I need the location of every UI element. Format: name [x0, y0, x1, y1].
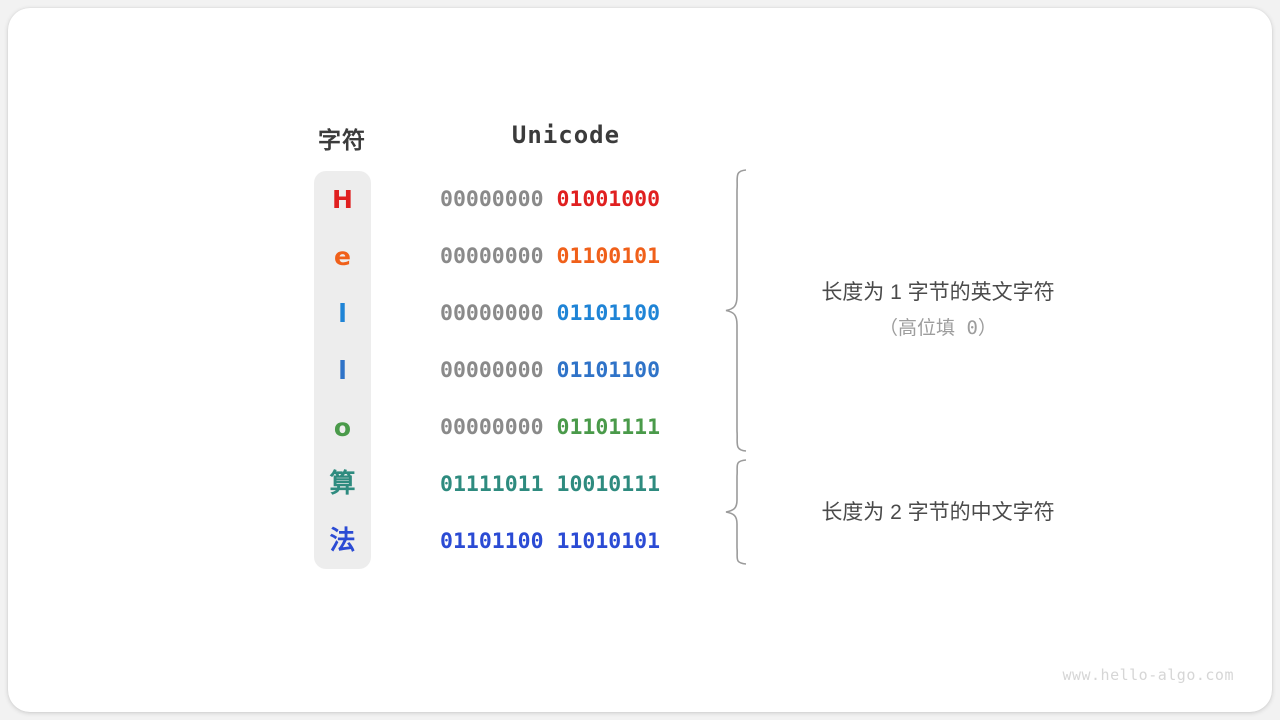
annotation-english-main: 长度为 1 字节的英文字符 — [821, 281, 1055, 304]
unicode-binary-row: 00000000 01100101 — [440, 228, 692, 285]
brace-english — [725, 169, 747, 452]
character-column — [314, 171, 371, 569]
unicode-low-byte: 01100101 — [556, 244, 661, 269]
character-cell: 法 — [329, 526, 356, 556]
unicode-low-byte: 11010101 — [556, 529, 661, 554]
unicode-high-byte: 00000000 — [440, 415, 544, 440]
character-cell: l — [338, 356, 347, 385]
unicode-high-byte: 01101100 — [440, 529, 544, 554]
unicode-binary-row: 00000000 01101111 — [440, 399, 692, 456]
unicode-high-byte: 00000000 — [440, 244, 544, 269]
annotation-chinese: 长度为 2 字节的中文字符 — [768, 496, 1108, 526]
unicode-low-byte: 01101111 — [556, 415, 661, 440]
unicode-high-byte: 00000000 — [440, 187, 544, 212]
column-header-unicode: Unicode — [511, 121, 621, 149]
unicode-binary-row: 00000000 01101100 — [440, 342, 692, 399]
brace-chinese — [725, 459, 747, 565]
unicode-low-byte: 01101100 — [556, 301, 661, 326]
unicode-high-byte: 01111011 — [440, 472, 544, 497]
column-header-character: 字符 — [318, 127, 366, 153]
unicode-low-byte: 10010111 — [556, 472, 661, 497]
character-cell: 算 — [329, 469, 356, 499]
annotation-chinese-main: 长度为 2 字节的中文字符 — [821, 501, 1055, 524]
unicode-binary-row: 01111011 10010111 — [440, 456, 692, 513]
unicode-binary-row: 01101100 11010101 — [440, 513, 692, 570]
watermark: www.hello-algo.com — [1062, 666, 1234, 684]
character-cell: H — [332, 185, 353, 214]
unicode-low-byte: 01001000 — [556, 187, 661, 212]
unicode-high-byte: 00000000 — [440, 301, 544, 326]
annotation-english: 长度为 1 字节的英文字符 （高位填 0） — [768, 276, 1108, 340]
unicode-binary-row: 00000000 01101100 — [440, 285, 692, 342]
unicode-low-byte: 01101100 — [556, 358, 661, 383]
character-cell: e — [334, 242, 351, 271]
character-cell: o — [333, 413, 352, 442]
character-cell: l — [338, 299, 347, 328]
annotation-english-sub: （高位填 0） — [879, 317, 997, 339]
unicode-binary-row: 00000000 01001000 — [440, 171, 692, 228]
unicode-high-byte: 00000000 — [440, 358, 544, 383]
